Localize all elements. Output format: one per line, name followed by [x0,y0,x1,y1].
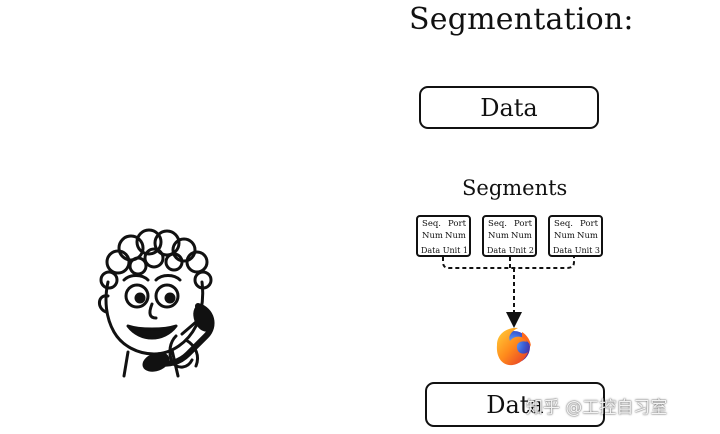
segment-data-unit: Data Unit 1 [421,246,469,255]
left-eye [124,283,150,309]
data-box-reassembled: Data [425,382,605,427]
segment-connectors [442,257,575,328]
curly-hair [99,228,213,290]
right-eye [154,283,180,309]
segment-seq-num: Num [488,231,509,241]
phone-cord [184,338,200,368]
left-pupil [134,292,146,304]
phone-handset-icon [142,303,215,372]
neck [122,348,180,378]
segment-port-num: Num [577,231,598,241]
hand [168,320,198,369]
segment-seq-label: Seq. [422,219,441,229]
person-on-phone-icon [98,228,213,378]
segment-port-num: Num [445,231,466,241]
segment-port-label: Port [448,219,466,229]
face-outline [104,280,205,356]
mouth [126,324,178,340]
segment-seq-num: Num [422,231,443,241]
right-pupil [164,292,176,304]
segment-data-unit: Data Unit 3 [553,246,601,255]
watermark: 知乎 @工控自习室 [526,398,668,418]
merge-bracket [442,257,575,269]
ear [98,294,110,314]
segment-box-3: Seq. Port Num Num Data Unit 3 [548,215,603,257]
nose [148,302,158,320]
firefox-icon [496,327,531,366]
segment-port-label: Port [580,219,598,229]
segment-box-2: Seq. Port Num Num Data Unit 2 [482,215,537,257]
segment-data-unit: Data Unit 2 [487,246,535,255]
segment-seq-num: Num [554,231,575,241]
diagram-title: Segmentation: [409,2,634,37]
segment-seq-label: Seq. [554,219,573,229]
right-brow [154,274,182,282]
data-box-original: Data [419,86,599,129]
segment-port-num: Num [511,231,532,241]
segments-label: Segments [462,176,568,200]
segment-port-label: Port [514,219,532,229]
left-brow [122,274,150,282]
segment-box-1: Seq. Port Num Num Data Unit 1 [416,215,471,257]
segment-seq-label: Seq. [488,219,507,229]
